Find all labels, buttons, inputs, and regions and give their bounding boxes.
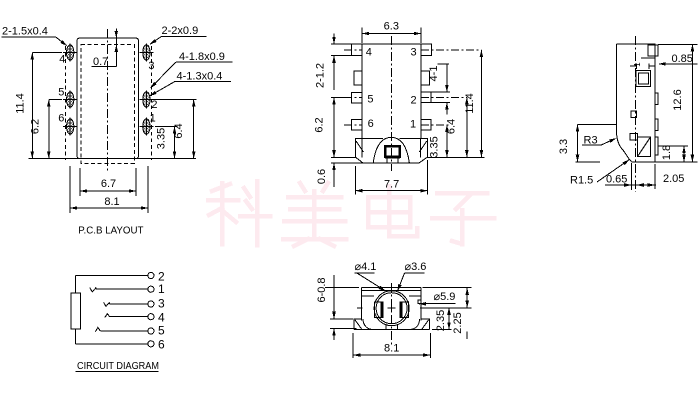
svg-text:5: 5 — [367, 93, 373, 105]
svg-text:11.4: 11.4 — [464, 93, 476, 114]
svg-text:2.25: 2.25 — [452, 312, 464, 333]
svg-text:2.35: 2.35 — [435, 310, 447, 331]
svg-text:0.7: 0.7 — [93, 56, 108, 68]
svg-text:6.7: 6.7 — [101, 178, 116, 190]
svg-text:6.4: 6.4 — [446, 119, 458, 134]
svg-text:3: 3 — [410, 47, 416, 59]
svg-text:2: 2 — [410, 95, 416, 107]
svg-text:6-0.8: 6-0.8 — [316, 277, 328, 302]
svg-text:0.6: 0.6 — [316, 169, 328, 184]
svg-text:⌀3.6: ⌀3.6 — [405, 261, 427, 273]
svg-text:⌀4.1: ⌀4.1 — [355, 261, 377, 273]
svg-text:0.85: 0.85 — [672, 53, 693, 65]
svg-text:1: 1 — [150, 112, 156, 124]
svg-text:2: 2 — [151, 99, 157, 111]
svg-text:6: 6 — [158, 337, 165, 351]
svg-text:CIRCUIT DIAGRAM: CIRCUIT DIAGRAM — [77, 360, 159, 372]
svg-text:3.3: 3.3 — [558, 139, 570, 154]
svg-text:2: 2 — [158, 270, 165, 284]
svg-text:1.8: 1.8 — [661, 145, 673, 160]
svg-text:R1.5: R1.5 — [570, 175, 593, 187]
svg-text:6.2: 6.2 — [313, 117, 325, 132]
svg-text:4-1.3x0.4: 4-1.3x0.4 — [177, 71, 223, 83]
svg-text:3.35: 3.35 — [429, 136, 441, 157]
svg-text:6: 6 — [368, 118, 374, 130]
svg-text:R3: R3 — [584, 135, 598, 147]
svg-text:6: 6 — [58, 113, 64, 125]
svg-text:⌀5.9: ⌀5.9 — [434, 291, 456, 303]
svg-text:7.7: 7.7 — [384, 179, 399, 191]
svg-text:8.1: 8.1 — [104, 196, 119, 208]
svg-text:1: 1 — [633, 62, 642, 67]
svg-text:2-2x0.9: 2-2x0.9 — [162, 25, 199, 37]
svg-text:4: 4 — [366, 47, 372, 59]
svg-text:P.C.B LAYOUT: P.C.B LAYOUT — [78, 225, 143, 236]
svg-text:4: 4 — [59, 54, 65, 66]
svg-text:6.4: 6.4 — [173, 123, 185, 138]
svg-text:3: 3 — [148, 60, 154, 72]
svg-text:0.65: 0.65 — [606, 174, 627, 186]
svg-text:1: 1 — [158, 282, 165, 296]
svg-text:6.3: 6.3 — [384, 21, 399, 33]
svg-text:1: 1 — [410, 119, 416, 131]
svg-text:2-1.2: 2-1.2 — [315, 63, 327, 88]
svg-text:4-1.8x0.9: 4-1.8x0.9 — [179, 51, 225, 63]
svg-text:4-1: 4-1 — [428, 66, 440, 82]
svg-text:8.1: 8.1 — [384, 342, 399, 354]
svg-text:4: 4 — [158, 310, 165, 324]
svg-text:12.6: 12.6 — [672, 89, 684, 110]
svg-text:3.35: 3.35 — [156, 128, 168, 149]
svg-text:11.4: 11.4 — [14, 93, 26, 114]
svg-text:5: 5 — [58, 87, 64, 99]
svg-text:3: 3 — [158, 297, 165, 311]
svg-text:2.05: 2.05 — [663, 173, 684, 185]
svg-text:2-1.5x0.4: 2-1.5x0.4 — [2, 26, 48, 38]
svg-text:5: 5 — [158, 324, 165, 338]
svg-text:6.2: 6.2 — [30, 119, 42, 134]
